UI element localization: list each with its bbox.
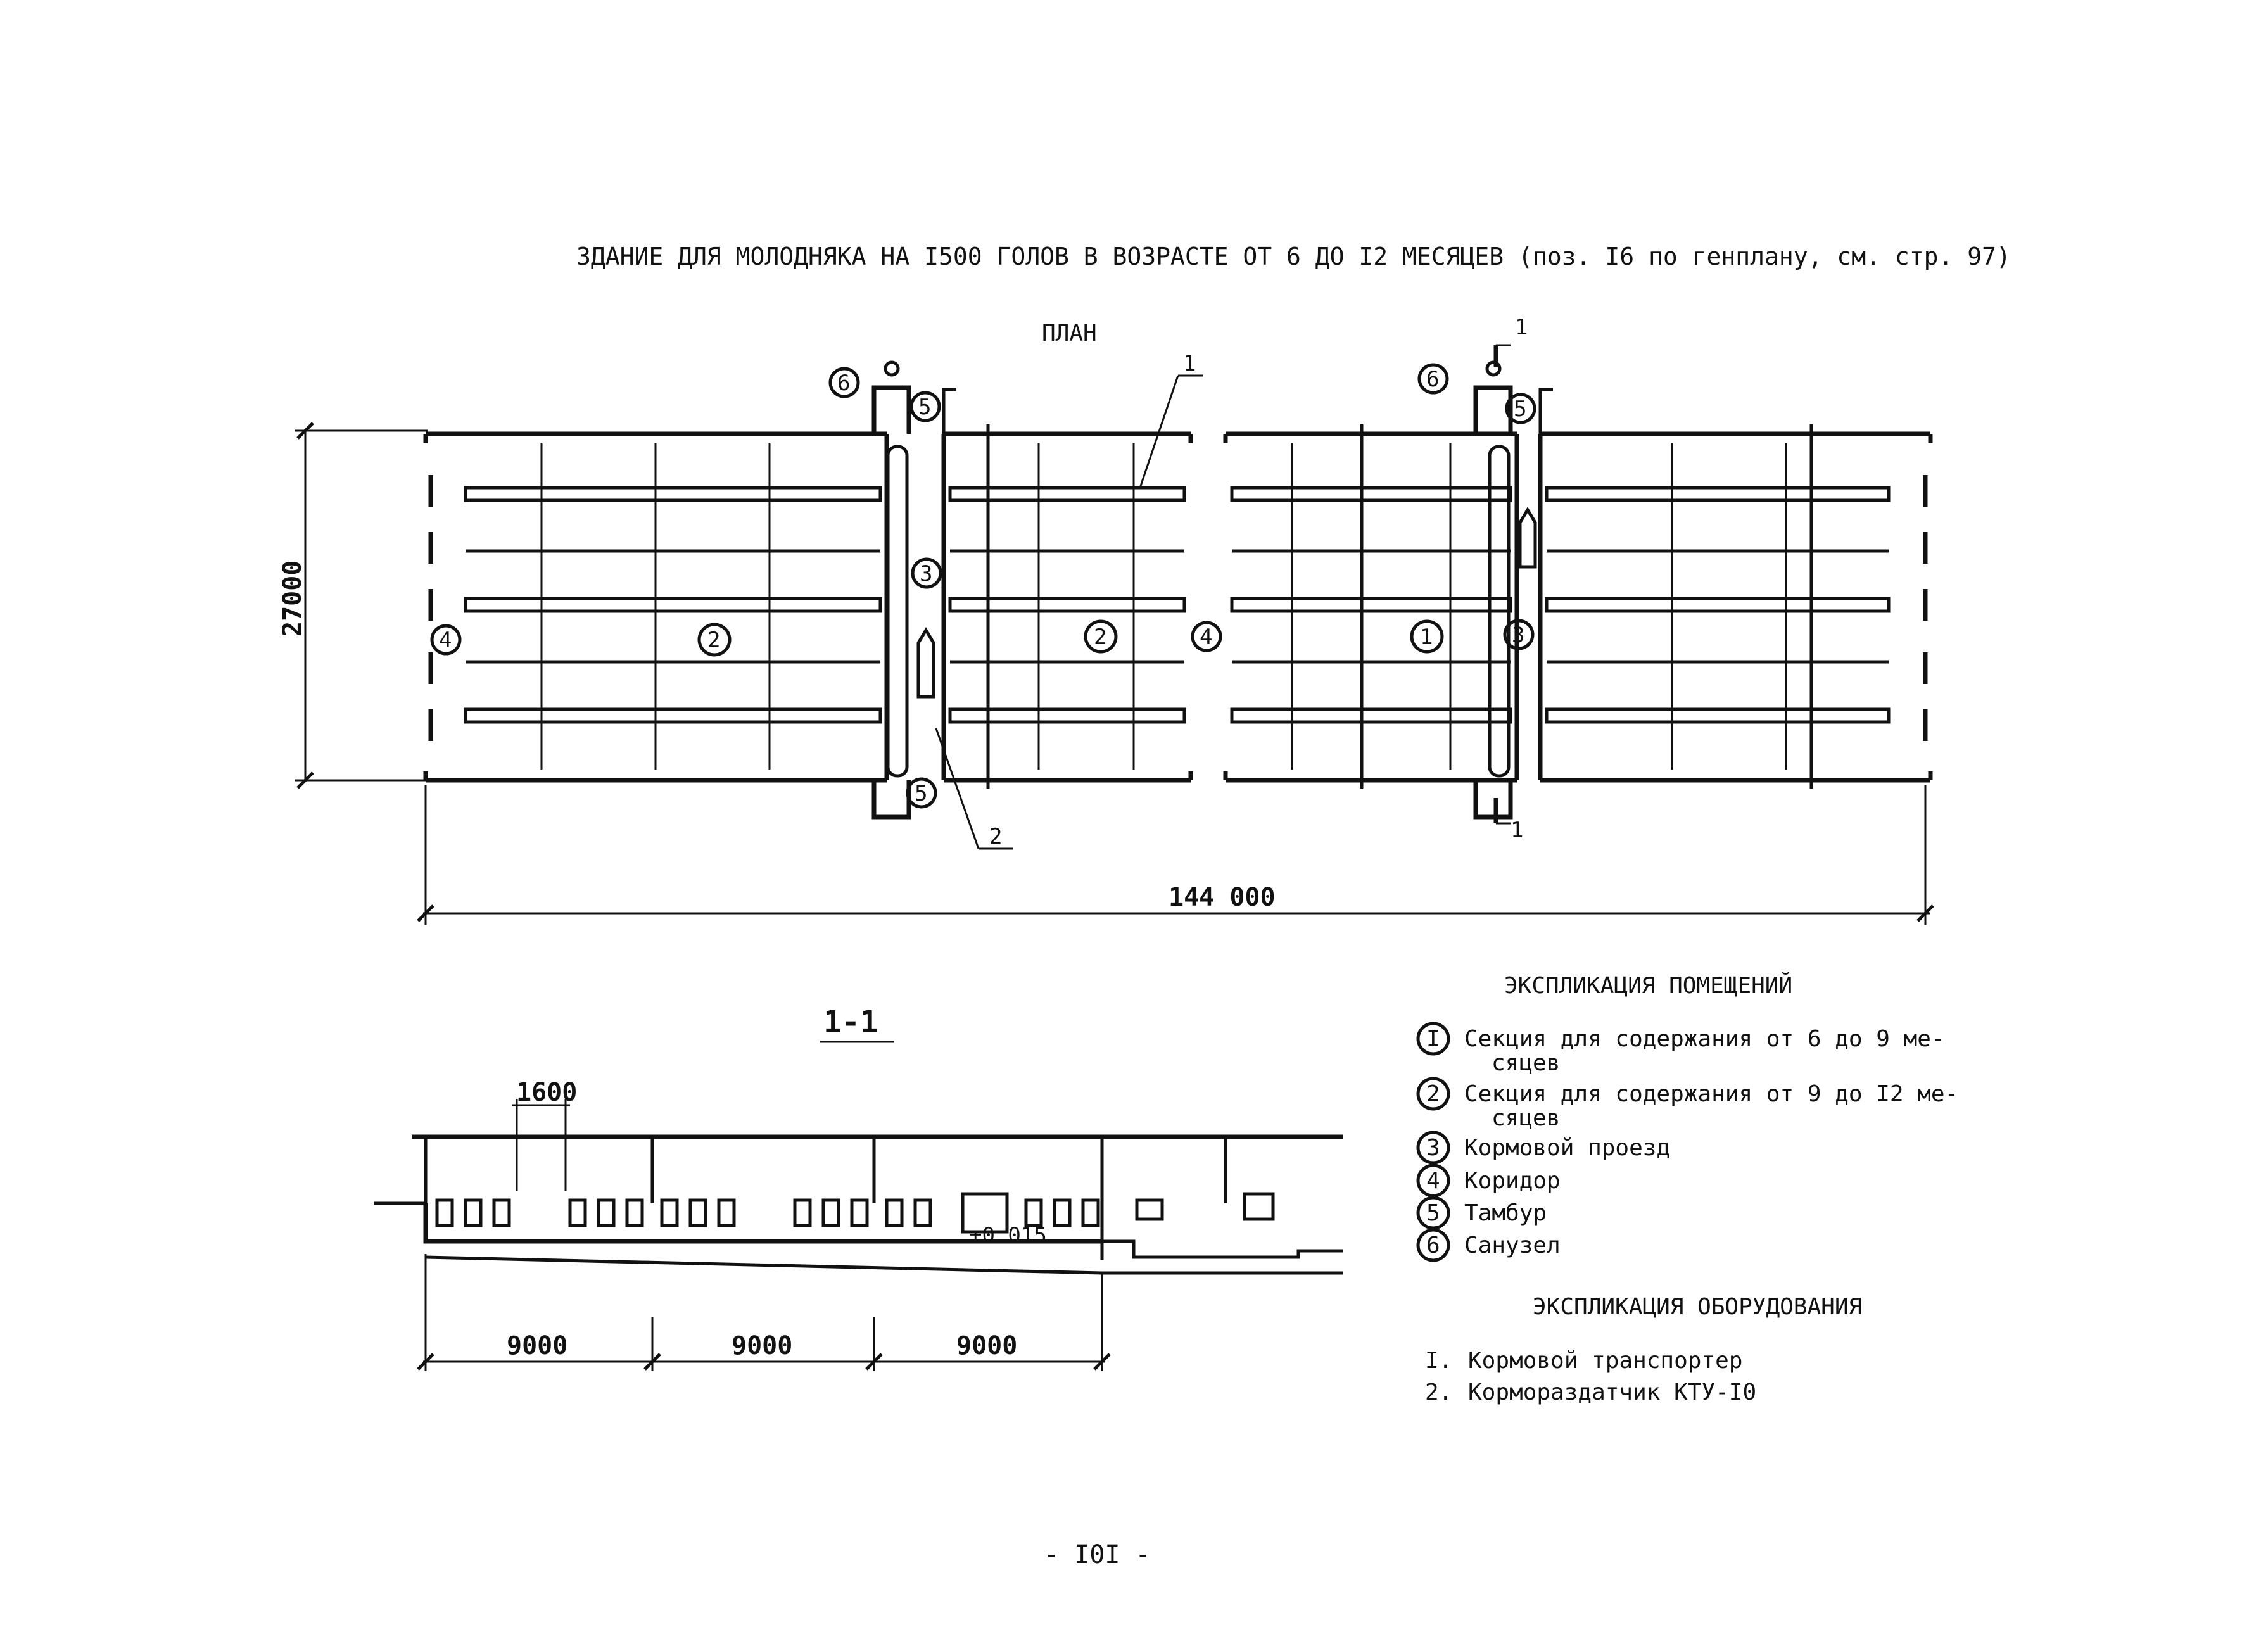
marker-5-left-top: 5 — [909, 391, 941, 422]
equipment-leader-2: 2 — [935, 728, 1013, 850]
section-dim-top: 1600 — [512, 1078, 577, 1191]
marker-2-block-a: 2 — [697, 623, 732, 657]
equipment-legend: ЭКСПЛИКАЦИЯ ОБОРУДОВАНИЯ I. Кормовой тра… — [1425, 1294, 1862, 1405]
svg-text:4: 4 — [1200, 624, 1212, 650]
svg-text:Кормораздатчик КТУ-I0: Кормораздатчик КТУ-I0 — [1468, 1379, 1756, 1405]
page-number: - I0I - — [1044, 1540, 1151, 1569]
drawing-title: ЗДАНИЕ ДЛЯ МОЛОДНЯКА НА I500 ГОЛОВ В ВОЗ… — [576, 243, 2011, 270]
span-2-label: 9000 — [732, 1331, 792, 1360]
length-dimension-label: 144 000 — [1169, 883, 1276, 912]
height-dimension: 27000 — [278, 422, 428, 789]
section-stalls — [435, 1192, 1275, 1234]
svg-text:3: 3 — [920, 561, 932, 586]
svg-text:3: 3 — [1426, 1135, 1440, 1161]
svg-text:2.: 2. — [1425, 1379, 1452, 1405]
section-dim-top-label: 1600 — [516, 1078, 577, 1107]
marker-5-left-bottom: 5 — [906, 777, 937, 809]
equipment-legend-item: I. Кормовой транспортер — [1425, 1348, 1742, 1374]
svg-text:I: I — [1426, 1026, 1440, 1052]
svg-text:5: 5 — [1514, 396, 1526, 422]
svg-text:Тамбур: Тамбур — [1464, 1200, 1547, 1226]
svg-text:5: 5 — [918, 395, 931, 420]
svg-text:5: 5 — [1426, 1200, 1440, 1226]
section-cut-top: 1 — [1493, 315, 1528, 367]
rooms-legend-item: 2 Секция для содержания от 9 до I2 ме- с… — [1416, 1077, 1958, 1131]
section-level-mark: ±0.015 — [969, 1223, 1047, 1248]
svg-text:6: 6 — [1426, 1232, 1440, 1258]
svg-text:5: 5 — [915, 781, 927, 806]
stall-rows — [464, 486, 1891, 724]
equipment-legend-item: 2. Кормораздатчик КТУ-I0 — [1425, 1379, 1756, 1405]
equipment-leader-1: 1 — [1139, 351, 1203, 488]
end-wall-openings — [428, 475, 1928, 741]
svg-text:Коридор: Коридор — [1464, 1168, 1561, 1194]
marker-3-right: 3 — [1503, 619, 1535, 650]
rooms-legend-heading: ЭКСПЛИКАЦИЯ ПОМЕЩЕНИЙ — [1504, 972, 1792, 999]
svg-text:1: 1 — [1511, 818, 1523, 843]
rooms-legend-item: 3 Кормовой проезд — [1416, 1130, 1670, 1165]
svg-text:Кормовой транспортер: Кормовой транспортер — [1468, 1348, 1742, 1374]
rooms-legend-item: 5 Тамбур — [1416, 1196, 1547, 1230]
svg-text:2: 2 — [1426, 1081, 1440, 1107]
span-1-label: 9000 — [507, 1331, 567, 1360]
svg-text:4: 4 — [1426, 1168, 1440, 1194]
svg-text:1: 1 — [1183, 351, 1196, 376]
rooms-legend: ЭКСПЛИКАЦИЯ ПОМЕЩЕНИЙ I Секция для содер… — [1416, 972, 1958, 1262]
svg-text:сяцев: сяцев — [1492, 1105, 1560, 1131]
toilets — [884, 360, 1502, 377]
vestibules — [871, 385, 1553, 820]
plan-heading: ПЛАН — [1042, 320, 1097, 346]
svg-text:сяцев: сяцев — [1492, 1050, 1560, 1076]
pen-partitions — [540, 443, 1787, 770]
marker-5-right: 5 — [1505, 393, 1536, 424]
building-walls — [423, 424, 1933, 788]
rooms-legend-item: 4 Коридор — [1416, 1163, 1561, 1198]
rooms-legend-item: 6 Санузел — [1416, 1228, 1561, 1262]
marker-3-left: 3 — [911, 557, 942, 589]
marker-4-left: 4 — [430, 624, 462, 656]
svg-text:Секция для содержания от 6 до: Секция для содержания от 6 до 9 ме- — [1464, 1026, 1945, 1052]
room-markers: 6 5 3 5 4 2 2 — [430, 363, 1536, 809]
height-dimension-label: 27000 — [278, 560, 307, 636]
svg-text:3: 3 — [1512, 623, 1524, 648]
svg-text:4: 4 — [439, 628, 452, 653]
marker-6-right: 6 — [1417, 363, 1449, 395]
svg-text:2: 2 — [707, 628, 720, 653]
svg-text:Секция для содержания от 9 до: Секция для содержания от 9 до I2 ме- — [1464, 1081, 1958, 1107]
section-1-1: 1-1 1600 — [374, 1004, 1343, 1371]
span-3-label: 9000 — [956, 1331, 1017, 1360]
rooms-legend-item: I Секция для содержания от 6 до 9 ме- ся… — [1416, 1022, 1945, 1076]
svg-text:6: 6 — [1426, 367, 1439, 392]
length-dimension: 144 000 — [417, 785, 1934, 925]
svg-text:1: 1 — [1420, 624, 1433, 650]
marker-2-block-b: 2 — [1084, 619, 1118, 654]
svg-text:1: 1 — [1515, 315, 1528, 340]
equipment-legend-heading: ЭКСПЛИКАЦИЯ ОБОРУДОВАНИЯ — [1533, 1294, 1862, 1320]
svg-text:Кормовой проезд: Кормовой проезд — [1464, 1135, 1670, 1161]
floor-plan: ПЛАН 27000 144 000 — [278, 315, 1934, 925]
svg-text:Санузел: Санузел — [1464, 1232, 1561, 1258]
marker-4-middle: 4 — [1191, 621, 1222, 652]
marker-1-block-c: 1 — [1410, 619, 1444, 654]
section-heading: 1-1 — [823, 1004, 878, 1040]
feed-passages — [886, 445, 1537, 778]
svg-text:I.: I. — [1425, 1348, 1452, 1374]
marker-6-left: 6 — [828, 367, 860, 398]
section-span-dimensions: 9000 9000 9000 — [417, 1254, 1111, 1371]
svg-text:2: 2 — [1094, 624, 1106, 650]
svg-text:6: 6 — [837, 370, 850, 396]
svg-text:2: 2 — [989, 824, 1002, 849]
section-cut-bottom: 1 — [1493, 798, 1523, 843]
